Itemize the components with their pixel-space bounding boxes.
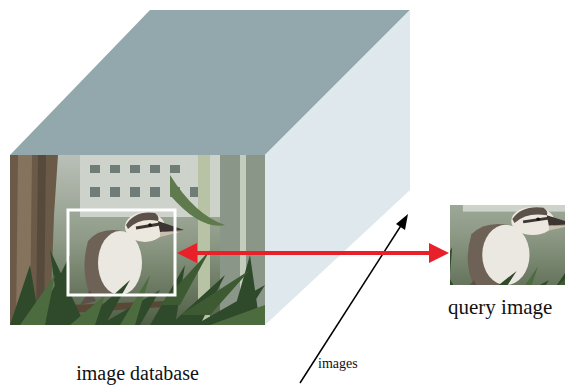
database-photo bbox=[10, 155, 265, 325]
match-arrow bbox=[177, 243, 449, 263]
axis-arrowhead bbox=[396, 214, 408, 230]
database-box: image database bbox=[10, 155, 265, 385]
axis-line bbox=[300, 224, 402, 383]
query-box: query image bbox=[448, 205, 578, 319]
query-photo bbox=[388, 153, 580, 313]
image-caption: image database bbox=[76, 362, 199, 385]
highlight-box bbox=[68, 210, 175, 295]
axis-label: images bbox=[318, 356, 358, 372]
image-caption: query image bbox=[448, 295, 552, 319]
cube-side bbox=[265, 10, 410, 325]
